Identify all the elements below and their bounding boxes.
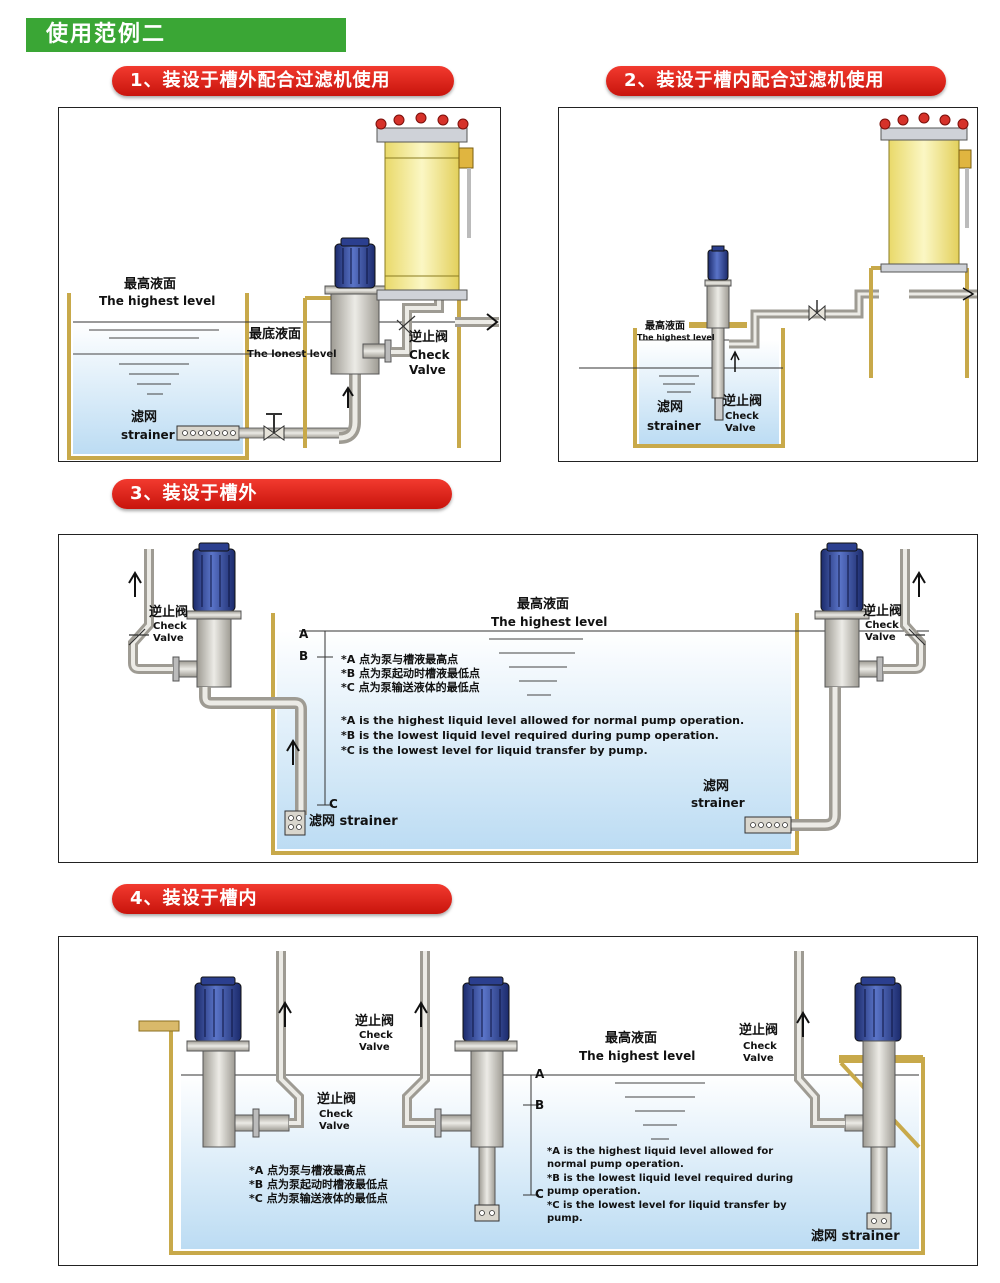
diagram-panel-4: 逆止阀 Check Valve 逆止阀 Check Valve 逆止阀 Chec… [58,936,978,1266]
strainer-cn: 滤网 [131,410,158,425]
lowest-level-cn: 最底液面 [249,327,302,342]
note-en-c-3: *C is the lowest level for liquid transf… [341,744,648,757]
check-valve-en-3l-1: Check [153,621,187,632]
note-en-a-4-1: *A is the highest liquid level allowed f… [547,1146,774,1157]
check-valve-cn-3l: 逆止阀 [149,605,189,620]
strainer-en-3r: strainer [691,796,745,810]
note-cn-b-4: *B 点为泵起动时槽液最低点 [249,1178,388,1191]
note-en-b-3: *B is the lowest liquid level required d… [341,729,719,742]
check-valve-en-1: Check [409,348,450,362]
diagram-3-drawing [128,542,929,855]
lowest-level-en: The lonest level [247,349,337,360]
note-en-a-4-2: normal pump operation. [547,1159,684,1170]
note-cn-a-4: *A 点为泵与槽液最高点 [249,1164,367,1177]
point-a-3: A [299,627,309,641]
highest-level-cn-4: 最高液面 [605,1031,658,1046]
note-cn-c-4: *C 点为泵输送液体的最低点 [249,1192,388,1205]
section-2-heading: 2、装设于槽内配合过滤机使用 [606,66,946,96]
strainer-en-2: strainer [647,419,701,433]
highest-level-en-small: The highest level [637,333,715,342]
check-valve-en-4a-1: Check [319,1109,353,1120]
diagram-panel-2: 最高液面 The highest level 滤网 strainer 逆止阀 C… [558,107,978,462]
highest-level-cn-3: 最高液面 [517,597,570,612]
note-cn-c-3: *C 点为泵输送液体的最低点 [341,681,480,694]
check-valve-cn-4a: 逆止阀 [317,1092,357,1107]
check-valve-en-3r-1: Check [865,620,899,631]
note-cn-a-3: *A 点为泵与槽液最高点 [341,653,459,666]
point-c-4: C [535,1187,544,1201]
check-valve-en-4a-2: Valve [319,1121,350,1132]
check-valve-en-2: Valve [409,363,446,377]
strainer-cn-3r: 滤网 [703,779,730,794]
strainer-3l: 滤网 strainer [309,814,398,829]
highest-level-en-3: The highest level [491,615,608,629]
section-4-heading: 4、装设于槽内 [112,884,452,914]
diagram-1-drawing [67,112,499,460]
diagram-4-drawing [138,951,925,1255]
note-en-c-4-1: *C is the lowest level for liquid transf… [547,1200,787,1211]
diagram-2-drawing [579,112,977,448]
note-en-c-4-2: pump. [547,1213,583,1224]
point-a-4: A [535,1067,545,1081]
diagram-panel-3: 逆止阀 Check Valve 逆止阀 Check Valve 最高液面 The… [58,534,978,863]
check-valve-cn: 逆止阀 [409,330,449,345]
highest-level-cn: 最高液面 [124,277,177,292]
note-cn-b-3: *B 点为泵起动时槽液最低点 [341,667,480,680]
check-valve-en-3r-2: Valve [865,632,896,643]
point-b-3: B [299,649,309,663]
highest-level-en: The highest level [99,294,216,308]
check-valve-en-3l-2: Valve [153,633,184,644]
strainer-4: 滤网 strainer [811,1229,900,1244]
check-valve-en-4b-2: Valve [359,1042,390,1053]
diagram-panel-1: 最高液面 The highest level 最底液面 The lonest l… [58,107,501,462]
highest-level-en-4: The highest level [579,1049,696,1063]
check-valve-cn-4c: 逆止阀 [739,1023,779,1038]
check-valve-en-4c-2: Valve [743,1053,774,1064]
strainer-cn-2: 滤网 [657,400,684,415]
strainer-en: strainer [121,428,175,442]
section-1-heading: 1、装设于槽外配合过滤机使用 [112,66,454,96]
highest-level-cn-small: 最高液面 [645,321,685,332]
check-valve-en-2-1: Check [725,411,759,422]
point-b-4: B [535,1098,545,1112]
note-en-b-4-2: pump operation. [547,1186,641,1197]
check-valve-cn-2: 逆止阀 [723,394,763,409]
check-valve-en-2-2: Valve [725,423,756,434]
section-3-heading: 3、装设于槽外 [112,479,452,509]
check-valve-cn-4b: 逆止阀 [355,1014,395,1029]
check-valve-en-4b-1: Check [359,1030,393,1041]
check-valve-en-4c-1: Check [743,1041,777,1052]
page-title: 使用范例二 [26,18,346,52]
note-en-b-4-1: *B is the lowest liquid level required d… [547,1173,794,1184]
note-en-a-3: *A is the highest liquid level allowed f… [341,714,745,727]
check-valve-cn-3r: 逆止阀 [863,604,903,619]
point-c-3: C [329,797,338,811]
